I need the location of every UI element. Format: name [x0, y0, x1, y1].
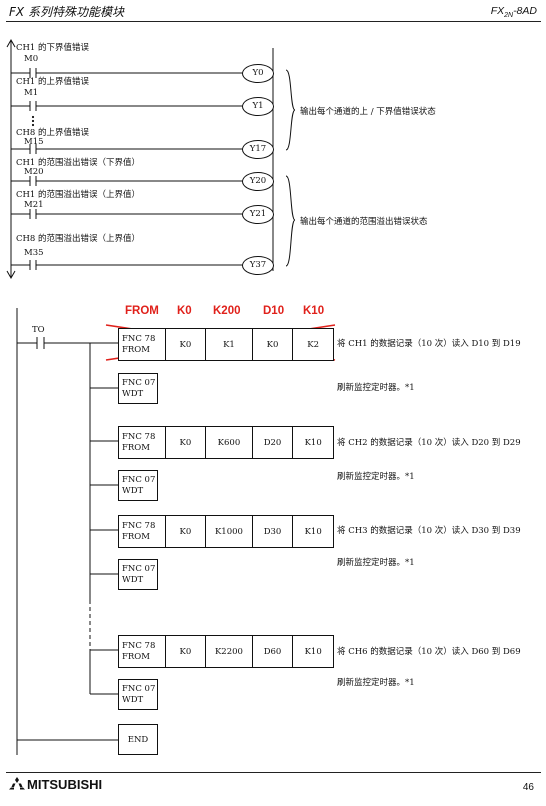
contact-m20: M20 [24, 167, 44, 177]
mitsubishi-diamonds-icon [9, 776, 25, 793]
end-instruction: END [118, 724, 158, 755]
label-ch1-lower: CH1 的下界值错误 [16, 43, 90, 53]
coil-y1: Y1 [242, 97, 274, 116]
mitsubishi-logo: MITSUBISHI [9, 776, 102, 793]
note-error-status: 输出每个通道的上 / 下界值错误状态 [300, 107, 436, 117]
header-model: FX2N-8AD [490, 5, 537, 20]
page-number: 46 [522, 782, 534, 793]
note-wdt: 刷新监控定时器。*1 [337, 558, 415, 568]
coil-y20: Y20 [242, 172, 274, 191]
label-ch1-overflow-upper: CH1 的范围溢出错误（上界值） [16, 190, 141, 200]
annotation-d10: D10 [263, 305, 285, 317]
contact-m21: M21 [24, 200, 44, 210]
contact-m0: M0 [24, 54, 39, 64]
label-ch8-upper: CH8 的上界值错误 [16, 128, 90, 138]
coil-y0: Y0 [242, 64, 274, 83]
note-wdt: 刷新监控定时器。*1 [337, 383, 415, 393]
header-rule [6, 21, 541, 22]
note-ch1-read: 将 CH1 的数据记录（10 次）读入 D10 到 D19 [337, 339, 521, 349]
note-wdt: 刷新监控定时器。*1 [337, 472, 415, 482]
annotation-from: FROM [125, 305, 159, 317]
annotation-k0: K0 [177, 305, 192, 317]
contact-m15: M15 [24, 137, 44, 147]
footer-rule [6, 772, 541, 773]
note-ch6-read: 将 CH6 的数据记录（10 次）读入 D60 到 D69 [337, 647, 521, 657]
note-overflow-status: 输出每个通道的范围溢出错误状态 [300, 217, 428, 227]
contact-m35: M35 [24, 248, 44, 258]
label-ch1-overflow-lower: CH1 的范围溢出错误（下界值） [16, 158, 141, 168]
coil-y37: Y37 [242, 256, 274, 275]
contact-to: TO [32, 325, 45, 335]
annotation-k200: K200 [213, 305, 241, 317]
coil-y17: Y17 [242, 140, 274, 159]
note-ch3-read: 将 CH3 的数据记录（10 次）读入 D30 到 D39 [337, 526, 521, 536]
annotation-k10: K10 [303, 305, 325, 317]
note-ch2-read: 将 CH2 的数据记录（10 次）读入 D20 到 D29 [337, 438, 521, 448]
note-wdt: 刷新监控定时器。*1 [337, 678, 415, 688]
contact-m1: M1 [24, 88, 39, 98]
label-ch1-upper: CH1 的上界值错误 [16, 77, 90, 87]
header-title: FX 系列特殊功能模块 [9, 5, 124, 19]
coil-y21: Y21 [242, 205, 274, 224]
label-ch8-overflow-upper: CH8 的范围溢出错误（上界值） [16, 234, 141, 244]
